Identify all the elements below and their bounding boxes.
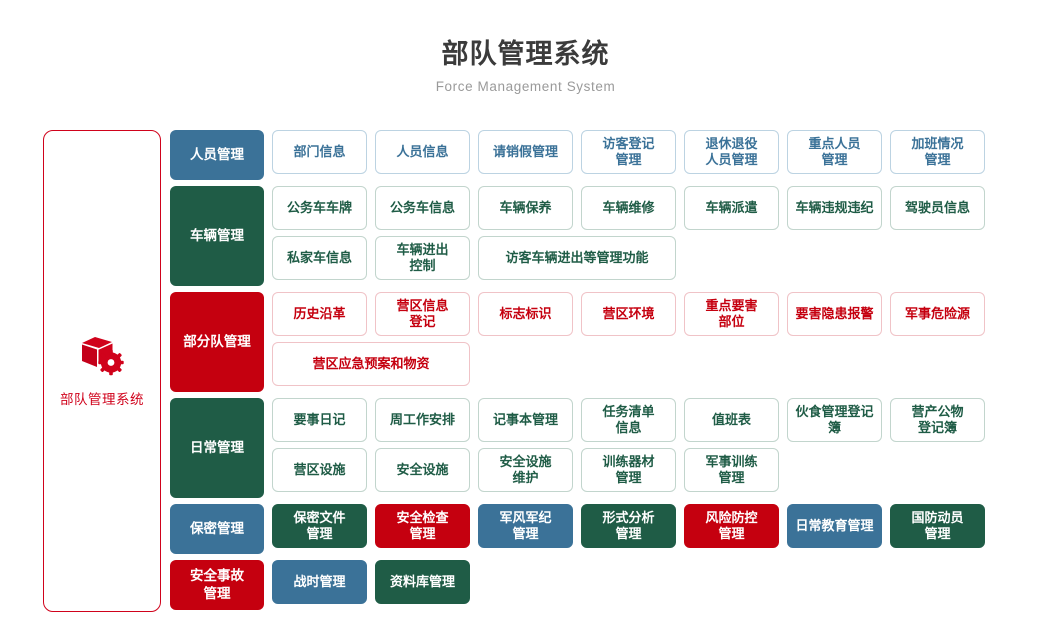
module-tile-记事本管理[interactable]: 记事本管理	[478, 398, 573, 442]
module-tile-驾驶员信息[interactable]: 驾驶员信息	[890, 186, 985, 230]
category-button-安全事故-管理[interactable]: 安全事故管理	[170, 560, 264, 610]
module-tile-要害隐患报警[interactable]: 要害隐患报警	[787, 292, 882, 336]
module-tile-访客登记-管理[interactable]: 访客登记管理	[581, 130, 676, 174]
module-tile-安全设施-维护[interactable]: 安全设施维护	[478, 448, 573, 492]
category-button-人员管理[interactable]: 人员管理	[170, 130, 264, 180]
module-row: 安全事故管理战时管理资料库管理	[170, 560, 1040, 610]
module-tile-营产公物-登记簿[interactable]: 营产公物登记簿	[890, 398, 985, 442]
module-tile-要事日记[interactable]: 要事日记	[272, 398, 367, 442]
category-button-日常管理[interactable]: 日常管理	[170, 398, 264, 498]
module-tile-伙食管理登记簿[interactable]: 伙食管理登记簿	[787, 398, 882, 442]
content-area: 部队管理系统 人员管理部门信息人员信息请销假管理访客登记管理退休退役人员管理重点…	[0, 130, 1051, 630]
module-tile-周工作安排[interactable]: 周工作安排	[375, 398, 470, 442]
module-tile-值班表[interactable]: 值班表	[684, 398, 779, 442]
module-tile-部门信息[interactable]: 部门信息	[272, 130, 367, 174]
module-tile-战时管理[interactable]: 战时管理	[272, 560, 367, 604]
category-button-部分队管理[interactable]: 部分队管理	[170, 292, 264, 392]
module-tile-安全检查-管理[interactable]: 安全检查管理	[375, 504, 470, 548]
module-item-list: 公务车车牌公务车信息车辆保养车辆维修车辆派遣车辆违规违纪驾驶员信息私家车信息车辆…	[272, 186, 1040, 286]
module-tile-公务车信息[interactable]: 公务车信息	[375, 186, 470, 230]
module-tile-访客车辆进出等管理功能[interactable]: 访客车辆进出等管理功能	[478, 236, 676, 280]
module-tile-车辆进出-控制[interactable]: 车辆进出控制	[375, 236, 470, 280]
module-tile-日常教育管理[interactable]: 日常教育管理	[787, 504, 882, 548]
module-tile-营区环境[interactable]: 营区环境	[581, 292, 676, 336]
module-tile-加班情况-管理[interactable]: 加班情况管理	[890, 130, 985, 174]
module-tile-国防动员-管理[interactable]: 国防动员管理	[890, 504, 985, 548]
module-tile-重点要害-部位[interactable]: 重点要害部位	[684, 292, 779, 336]
page-subtitle: Force Management System	[435, 78, 616, 94]
cube-gear-icon	[79, 335, 125, 382]
module-row: 保密管理保密文件管理安全检查管理军风军纪管理形式分析管理风险防控管理日常教育管理…	[170, 504, 1040, 554]
module-row: 人员管理部门信息人员信息请销假管理访客登记管理退休退役人员管理重点人员管理加班情…	[170, 130, 1040, 180]
module-tile-风险防控-管理[interactable]: 风险防控管理	[684, 504, 779, 548]
module-tile-军风军纪-管理[interactable]: 军风军纪管理	[478, 504, 573, 548]
module-tile-请销假管理[interactable]: 请销假管理	[478, 130, 573, 174]
category-button-车辆管理[interactable]: 车辆管理	[170, 186, 264, 286]
module-tile-车辆派遣[interactable]: 车辆派遣	[684, 186, 779, 230]
module-tile-车辆违规违纪[interactable]: 车辆违规违纪	[787, 186, 882, 230]
module-tile-训练器材-管理[interactable]: 训练器材管理	[581, 448, 676, 492]
module-tile-人员信息[interactable]: 人员信息	[375, 130, 470, 174]
module-tile-形式分析-管理[interactable]: 形式分析管理	[581, 504, 676, 548]
module-item-list: 保密文件管理安全检查管理军风军纪管理形式分析管理风险防控管理日常教育管理国防动员…	[272, 504, 1040, 554]
module-grid: 人员管理部门信息人员信息请销假管理访客登记管理退休退役人员管理重点人员管理加班情…	[170, 130, 1040, 616]
module-item-list: 部门信息人员信息请销假管理访客登记管理退休退役人员管理重点人员管理加班情况管理	[272, 130, 1040, 180]
module-item-list: 历史沿革营区信息登记标志标识营区环境重点要害部位要害隐患报警军事危险源营区应急预…	[272, 292, 1040, 392]
module-tile-历史沿革[interactable]: 历史沿革	[272, 292, 367, 336]
module-tile-安全设施[interactable]: 安全设施	[375, 448, 470, 492]
module-tile-退休退役-人员管理[interactable]: 退休退役人员管理	[684, 130, 779, 174]
module-tile-资料库管理[interactable]: 资料库管理	[375, 560, 470, 604]
sidebar-brand-label: 部队管理系统	[60, 391, 144, 407]
module-tile-军事危险源[interactable]: 军事危险源	[890, 292, 985, 336]
module-item-list: 战时管理资料库管理	[272, 560, 1040, 610]
module-tile-保密文件-管理[interactable]: 保密文件管理	[272, 504, 367, 548]
module-tile-重点人员-管理[interactable]: 重点人员管理	[787, 130, 882, 174]
module-tile-标志标识[interactable]: 标志标识	[478, 292, 573, 336]
module-item-list: 要事日记周工作安排记事本管理任务清单信息值班表伙食管理登记簿营产公物登记簿营区设…	[272, 398, 1040, 498]
page-header: 部队管理系统 Force Management System	[0, 0, 1051, 94]
module-tile-车辆维修[interactable]: 车辆维修	[581, 186, 676, 230]
module-tile-营区信息-登记[interactable]: 营区信息登记	[375, 292, 470, 336]
page-title: 部队管理系统	[441, 39, 610, 69]
module-tile-军事训练-管理[interactable]: 军事训练管理	[684, 448, 779, 492]
module-tile-车辆保养[interactable]: 车辆保养	[478, 186, 573, 230]
module-row: 部分队管理历史沿革营区信息登记标志标识营区环境重点要害部位要害隐患报警军事危险源…	[170, 292, 1040, 392]
module-tile-公务车车牌[interactable]: 公务车车牌	[272, 186, 367, 230]
category-button-保密管理[interactable]: 保密管理	[170, 504, 264, 554]
module-row: 车辆管理公务车车牌公务车信息车辆保养车辆维修车辆派遣车辆违规违纪驾驶员信息私家车…	[170, 186, 1040, 286]
sidebar-brand-panel[interactable]: 部队管理系统	[43, 130, 161, 612]
module-tile-私家车信息[interactable]: 私家车信息	[272, 236, 367, 280]
module-tile-营区应急预案和物资[interactable]: 营区应急预案和物资	[272, 342, 470, 386]
module-row: 日常管理要事日记周工作安排记事本管理任务清单信息值班表伙食管理登记簿营产公物登记…	[170, 398, 1040, 498]
module-tile-营区设施[interactable]: 营区设施	[272, 448, 367, 492]
module-tile-任务清单-信息[interactable]: 任务清单信息	[581, 398, 676, 442]
